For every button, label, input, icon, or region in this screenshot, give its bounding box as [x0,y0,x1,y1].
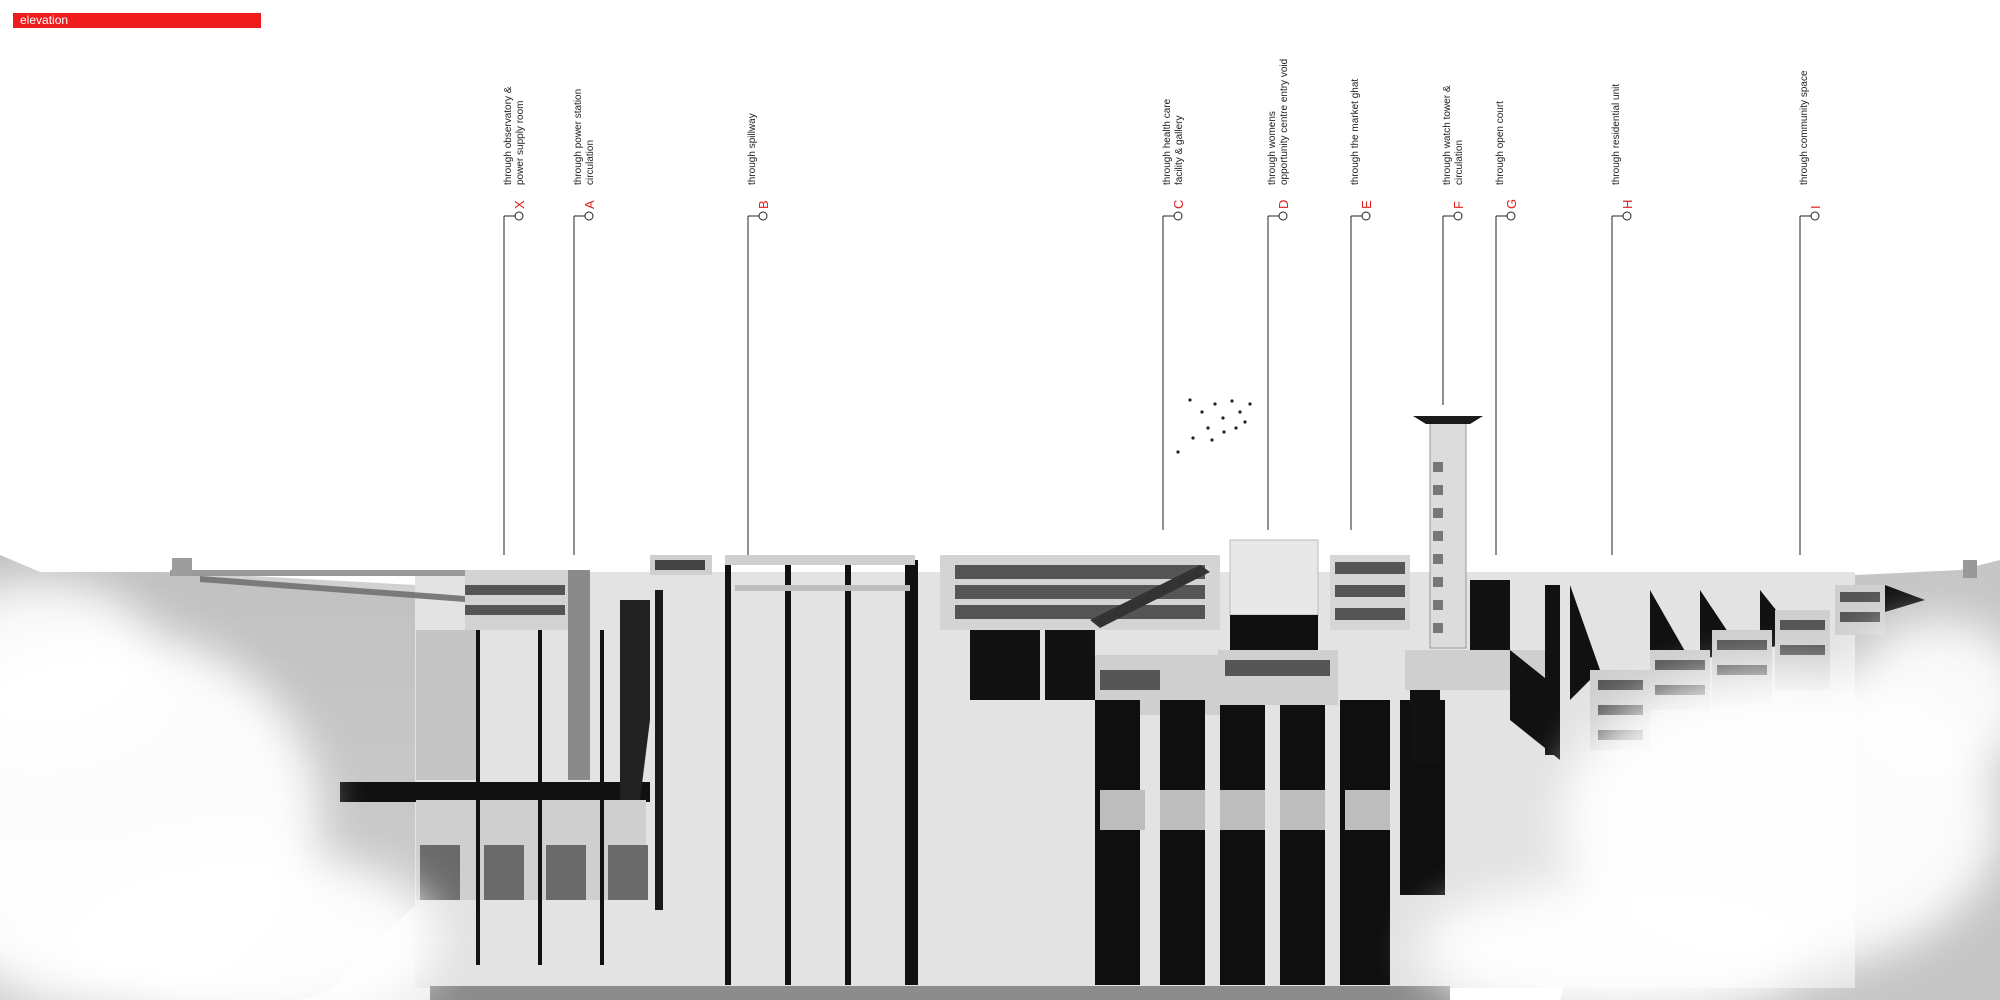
section-marker-circle [1361,211,1371,221]
section-marker-circle [1173,211,1183,221]
section-letter: E [1359,200,1374,209]
section-letter: I [1808,205,1823,209]
birds [1176,398,1252,454]
section-label: through open court [1495,101,1506,185]
section-marker-circle [758,211,768,221]
section-letter: F [1451,201,1466,209]
section-label: through community space [1799,70,1810,185]
drawing-title-bar: elevation [13,13,261,28]
section-label: through womens [1267,111,1278,185]
section-letter: C [1171,200,1186,209]
section-label: through spillway [747,113,758,185]
fog-clouds [0,580,2000,1000]
section-label: opportunity centre entry void [1279,59,1290,185]
section-letter: B [756,200,771,209]
section-label: through observatory & [503,86,514,185]
section-label: power supply room [515,101,526,185]
section-letter: G [1504,199,1519,209]
section-letter: A [582,200,597,209]
section-marker-circle [584,211,594,221]
section-letter: H [1620,200,1635,209]
section-marker-circle [514,211,524,221]
section-label: through power station [573,89,584,185]
section-marker-circle [1506,211,1516,221]
section-marker-circle [1278,211,1288,221]
section-label: through watch tower & [1442,85,1453,185]
section-label: through residential unit [1611,84,1622,185]
section-label: circulation [585,140,596,185]
section-marker-circle [1810,211,1820,221]
section-letter: D [1276,200,1291,209]
section-marker-circle [1453,211,1463,221]
section-marker-circle [1622,211,1632,221]
drawing-title: elevation [20,13,69,27]
section-letter: X [512,200,527,209]
section-label: facility & gallery [1174,116,1185,185]
section-label: through health care [1162,98,1173,185]
section-label: through the market ghat [1350,79,1361,185]
section-label: circulation [1454,140,1465,185]
